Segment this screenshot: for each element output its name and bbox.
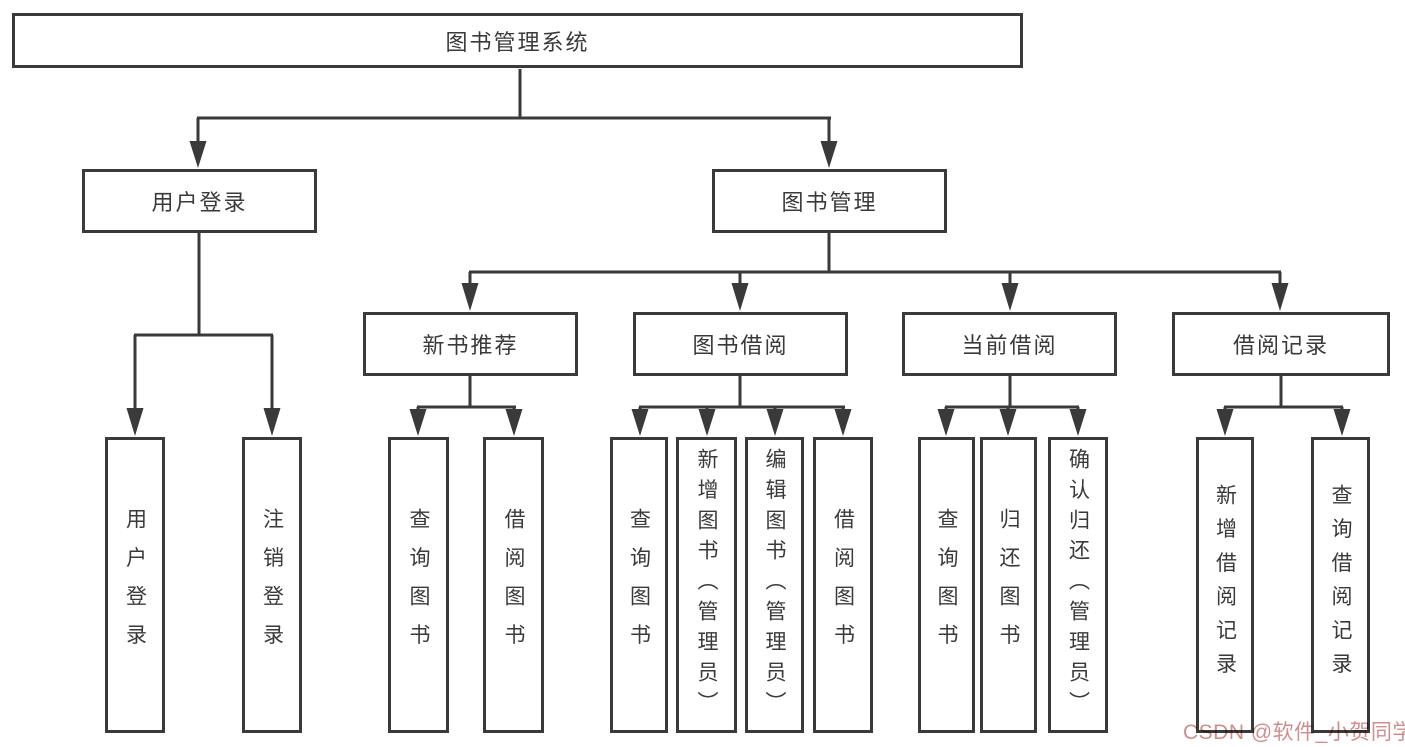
leaf-add-book-admin: 新增图书（管理员）	[676, 437, 737, 733]
leaf-user-login: 用户登录	[105, 437, 165, 733]
leaf-label: 注销登录	[260, 508, 284, 662]
arrowheads	[126, 141, 1351, 436]
leaf-confirm-return-admin: 确认归还（管理员）	[1048, 437, 1108, 733]
leaf-query-book-recommend: 查询图书	[388, 437, 449, 733]
leaf-label: 查询图书	[407, 508, 430, 662]
leaf-add-borrow-record: 新增借阅记录	[1196, 437, 1254, 733]
leaf-label: 确认归还（管理员）	[1066, 448, 1090, 722]
csdn-watermark: CSDN @软件_小贺同学	[1183, 721, 1405, 744]
leaf-label: 用户登录	[123, 508, 147, 662]
leaf-label: 新增借阅记录	[1213, 483, 1237, 687]
leaf-label: 编辑图书（管理员）	[763, 448, 786, 722]
node-label: 图书管理系统	[445, 29, 590, 55]
node-root-library-system: 图书管理系统	[12, 13, 1023, 68]
leaf-label: 查询图书	[935, 508, 958, 662]
node-label: 当前借阅	[961, 333, 1058, 358]
node-label: 图书借阅	[692, 333, 789, 358]
node-label: 新书推荐	[422, 333, 519, 358]
leaf-query-book-current: 查询图书	[918, 437, 975, 733]
leaf-label: 新增图书（管理员）	[695, 448, 718, 722]
node-current-borrow: 当前借阅	[902, 312, 1117, 376]
leaf-label: 归还图书	[997, 508, 1020, 662]
leaf-edit-book-admin: 编辑图书（管理员）	[745, 437, 804, 733]
leaf-return-book: 归还图书	[980, 437, 1037, 733]
node-label: 借阅记录	[1232, 333, 1329, 358]
leaf-label: 借阅图书	[831, 508, 855, 662]
leaf-label: 查询借阅记录	[1329, 483, 1352, 687]
leaf-label: 借阅图书	[502, 508, 525, 662]
node-borrow-records: 借阅记录	[1172, 312, 1390, 376]
leaf-borrow-book: 借阅图书	[813, 437, 873, 733]
node-book-management: 图书管理	[712, 169, 947, 233]
leaf-borrow-book-recommend: 借阅图书	[483, 437, 544, 733]
node-label: 用户登录	[151, 190, 248, 215]
leaf-label: 查询图书	[627, 508, 651, 662]
node-new-book-recommend: 新书推荐	[363, 312, 578, 376]
leaf-query-borrow-record: 查询借阅记录	[1311, 437, 1370, 733]
node-book-borrow: 图书借阅	[633, 312, 848, 376]
node-label: 图书管理	[781, 190, 878, 215]
node-user-login: 用户登录	[82, 169, 317, 233]
leaf-logout-login: 注销登录	[242, 437, 302, 733]
leaf-query-book-borrow: 查询图书	[610, 437, 668, 733]
